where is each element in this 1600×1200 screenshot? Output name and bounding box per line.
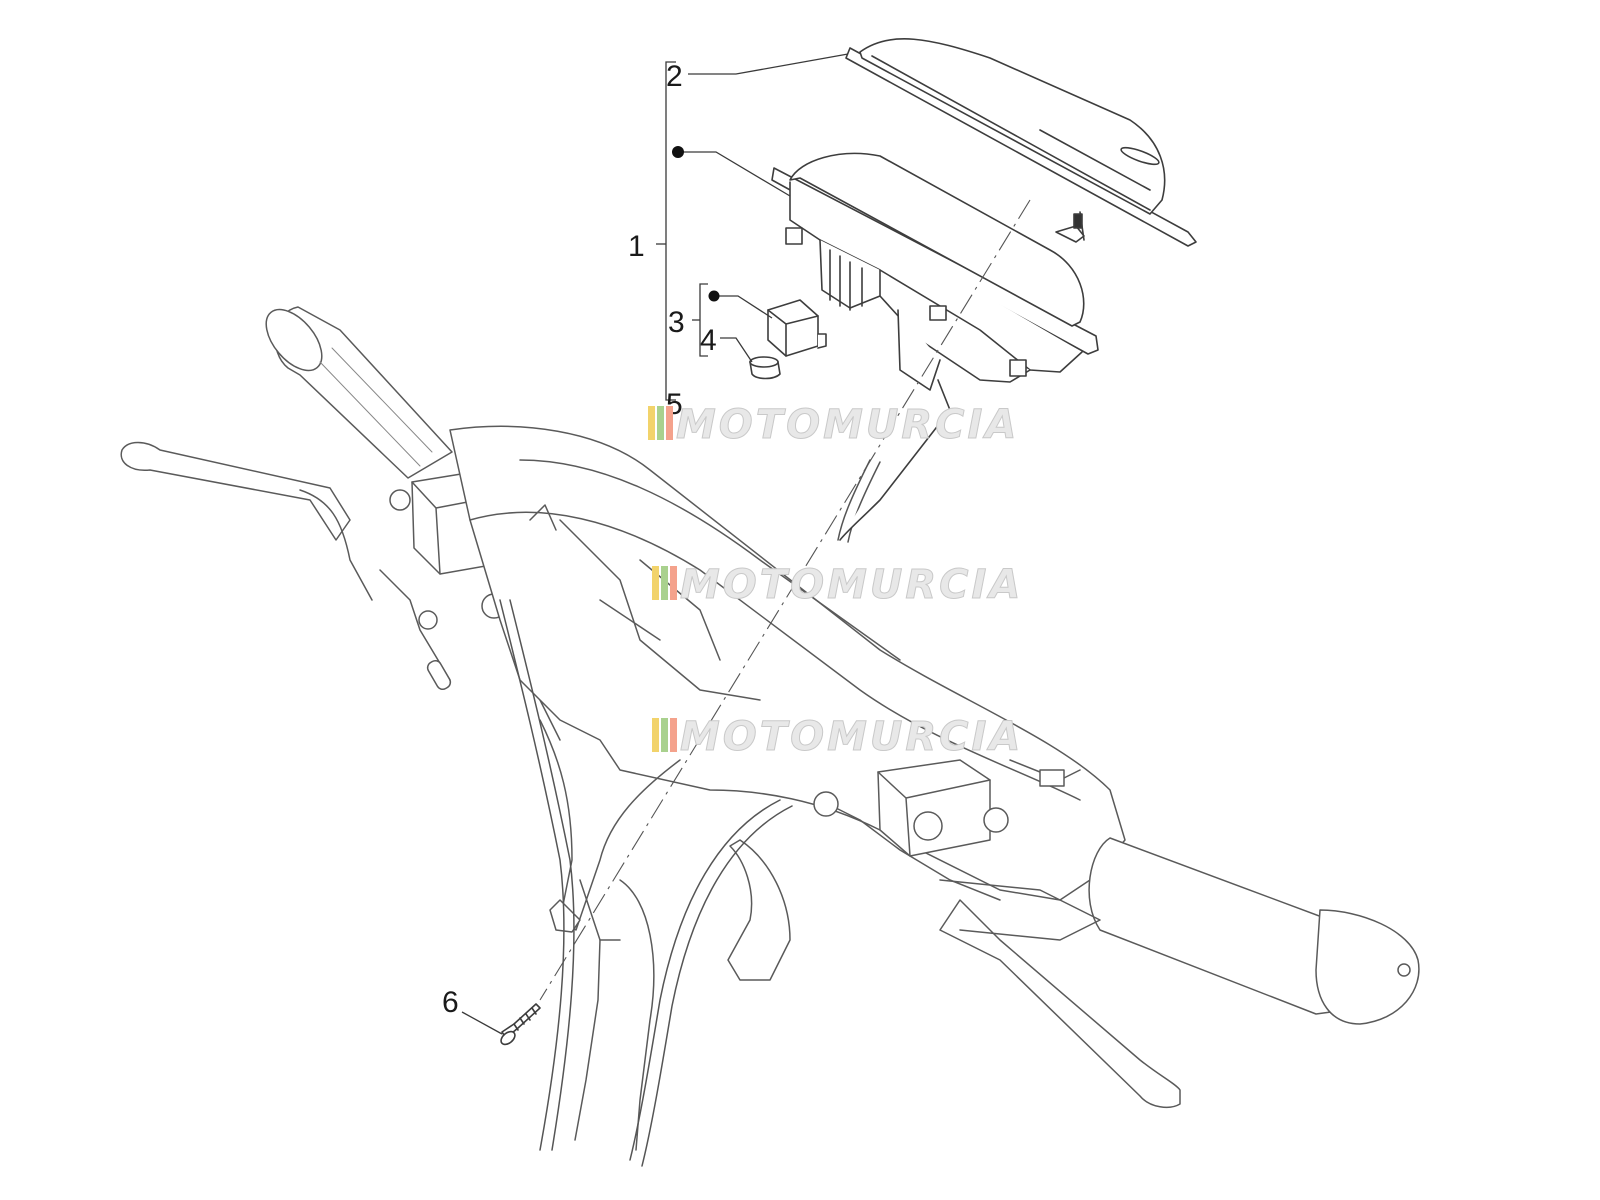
handlebar-drawing <box>120 306 1420 1167</box>
watermark-stripe-red <box>666 406 673 440</box>
left-grip <box>265 306 453 479</box>
watermark-stripe-red <box>670 718 677 752</box>
watermark-stripe-yellow <box>652 566 659 600</box>
part-3-bulb-holder <box>767 299 827 357</box>
left-brake-lever <box>120 441 373 601</box>
right-master-cylinder <box>813 759 1081 901</box>
watermark-stripe-yellow <box>652 718 659 752</box>
part-4-bulb <box>749 356 781 380</box>
watermark-stripe-green <box>661 718 668 752</box>
leader-4 <box>720 337 753 363</box>
leader-2 <box>688 53 849 75</box>
leader-lines <box>461 53 849 1035</box>
steering-column <box>539 719 791 1151</box>
watermark-text: MOTOMURCIA <box>680 714 1023 760</box>
right-grip <box>1088 837 1420 1025</box>
watermark-stripe-yellow <box>648 406 655 440</box>
watermark-stripe-green <box>657 406 664 440</box>
callout-4: 4 <box>700 324 717 357</box>
handlebar-cover <box>449 425 1126 901</box>
bracket-1 <box>665 61 676 401</box>
watermark-3: MOTOMURCIA <box>652 714 1023 761</box>
watermark-text: MOTOMURCIA <box>680 562 1023 608</box>
bullet-bulb-holder <box>708 290 720 302</box>
watermark-stripe-green <box>661 566 668 600</box>
watermark-2: MOTOMURCIA <box>652 562 1023 609</box>
callout-1: 1 <box>628 230 645 263</box>
cables <box>499 459 881 1167</box>
callout-3: 3 <box>668 306 685 339</box>
instrument-panel-parts <box>500 38 1197 1046</box>
watermark-1: MOTOMURCIA <box>648 402 1019 449</box>
leader-dot-cluster <box>682 151 791 197</box>
part-2-cover <box>845 38 1197 247</box>
callout-2: 2 <box>666 60 683 93</box>
bullet-cluster <box>672 146 684 158</box>
watermark-stripe-red <box>670 566 677 600</box>
leader-3 <box>718 295 773 319</box>
right-brake-lever <box>939 879 1181 1109</box>
callout-6: 6 <box>442 986 459 1019</box>
watermark-text: MOTOMURCIA <box>676 402 1019 448</box>
assembly-axis-line <box>539 199 1031 1001</box>
part-instrument-cluster <box>771 152 1099 541</box>
part-6-screw <box>500 1003 541 1046</box>
leader-6 <box>461 1011 503 1035</box>
